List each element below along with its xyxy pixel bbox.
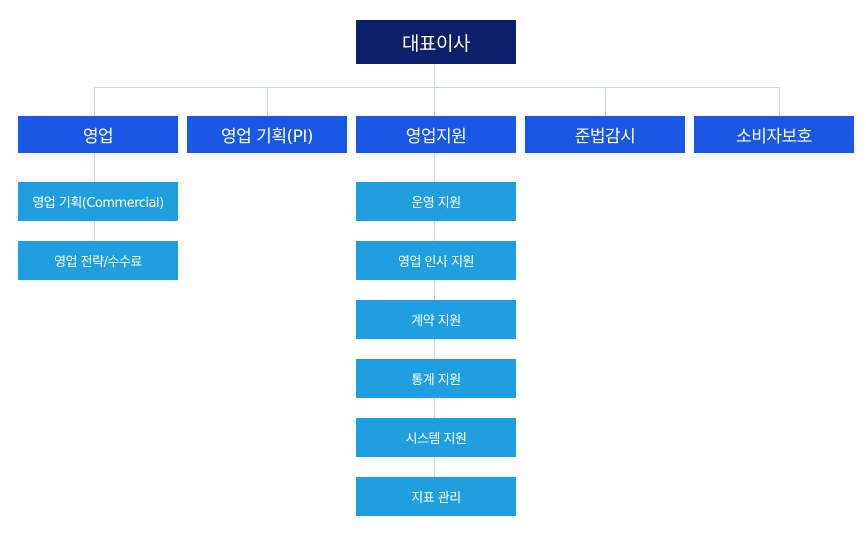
connector-horizontal-bar	[94, 87, 780, 88]
connector-dept-2	[267, 87, 268, 118]
team-statistics-support: 통계 지원	[356, 359, 516, 398]
team-sales-planning-commercial: 영업 기획(Commercial)	[18, 182, 178, 221]
dept-consumer-protection: 소비자보호	[694, 116, 854, 153]
connector-dept-4	[605, 87, 606, 118]
dept-compliance: 준법감시	[525, 116, 685, 153]
dept-sales: 영업	[18, 116, 178, 153]
team-operations-support: 운영 지원	[356, 182, 516, 221]
connector-dept-1	[94, 87, 95, 118]
dept-sales-planning-pi: 영업 기획(PI)	[187, 116, 347, 153]
connector-ceo-down	[434, 64, 435, 120]
ceo-box: 대표이사	[356, 20, 516, 64]
dept-sales-support: 영업지원	[356, 116, 516, 153]
connector-dept-5	[779, 87, 780, 118]
team-metrics-management: 지표 관리	[356, 477, 516, 516]
team-sales-hr-support: 영업 인사 지원	[356, 241, 516, 280]
team-sales-strategy-fee: 영업 전략/수수료	[18, 241, 178, 280]
team-system-support: 시스템 지원	[356, 418, 516, 457]
team-contract-support: 계약 지원	[356, 300, 516, 339]
